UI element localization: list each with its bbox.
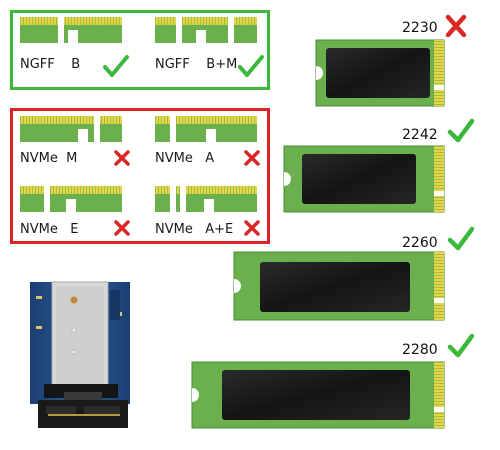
compatible-keys-box xyxy=(10,10,270,90)
cross-icon xyxy=(445,14,467,38)
adapter-board-image xyxy=(30,281,130,428)
size-2242-label: 2242 xyxy=(402,127,438,143)
size-2230-label: 2230 xyxy=(402,20,438,36)
nvme-a-connector xyxy=(155,116,257,142)
nvme-ae-label: NVMe A+E xyxy=(155,222,233,237)
ngff-bm-label: NGFF B+M xyxy=(155,57,237,72)
check-icon xyxy=(103,55,129,77)
nvme-e-connector xyxy=(20,186,122,212)
incompatible-keys-box xyxy=(10,108,270,244)
key-type-name: NVMe xyxy=(20,222,58,237)
ssd-2242-card xyxy=(283,145,445,213)
key-type-name: NVMe xyxy=(155,222,193,237)
cross-icon xyxy=(244,150,260,166)
nvme-m-connector xyxy=(20,116,122,142)
ssd-2230-card xyxy=(315,39,445,107)
key-type-name: NVMe xyxy=(20,151,58,166)
check-icon xyxy=(447,333,475,358)
nvme-e-label: NVMe E xyxy=(20,222,78,237)
check-icon xyxy=(447,118,475,143)
key-name: A+E xyxy=(205,222,234,237)
key-type-name: NGFF xyxy=(155,57,190,72)
key-name: B+M xyxy=(206,57,238,72)
check-icon xyxy=(238,55,264,77)
key-name: B xyxy=(71,57,81,72)
size-2280-label: 2280 xyxy=(402,342,438,358)
key-name: M xyxy=(66,151,78,166)
ngff-b-label: NGFF B xyxy=(20,57,80,72)
check-icon xyxy=(447,226,475,251)
ssd-2260-card xyxy=(233,251,445,321)
cross-icon xyxy=(114,150,130,166)
cross-icon xyxy=(114,220,130,236)
size-2260-label: 2260 xyxy=(402,235,438,251)
nvme-ae-connector xyxy=(155,186,257,212)
ngff-bm-connector xyxy=(155,17,257,43)
ssd-2280-card xyxy=(191,361,445,429)
nvme-a-label: NVMe A xyxy=(155,151,214,166)
key-name: A xyxy=(205,151,215,166)
nvme-m-label: NVMe M xyxy=(20,151,77,166)
key-type-name: NGFF xyxy=(20,57,55,72)
key-type-name: NVMe xyxy=(155,151,193,166)
cross-icon xyxy=(244,220,260,236)
key-name: E xyxy=(70,222,79,237)
ngff-b-connector xyxy=(20,17,122,43)
